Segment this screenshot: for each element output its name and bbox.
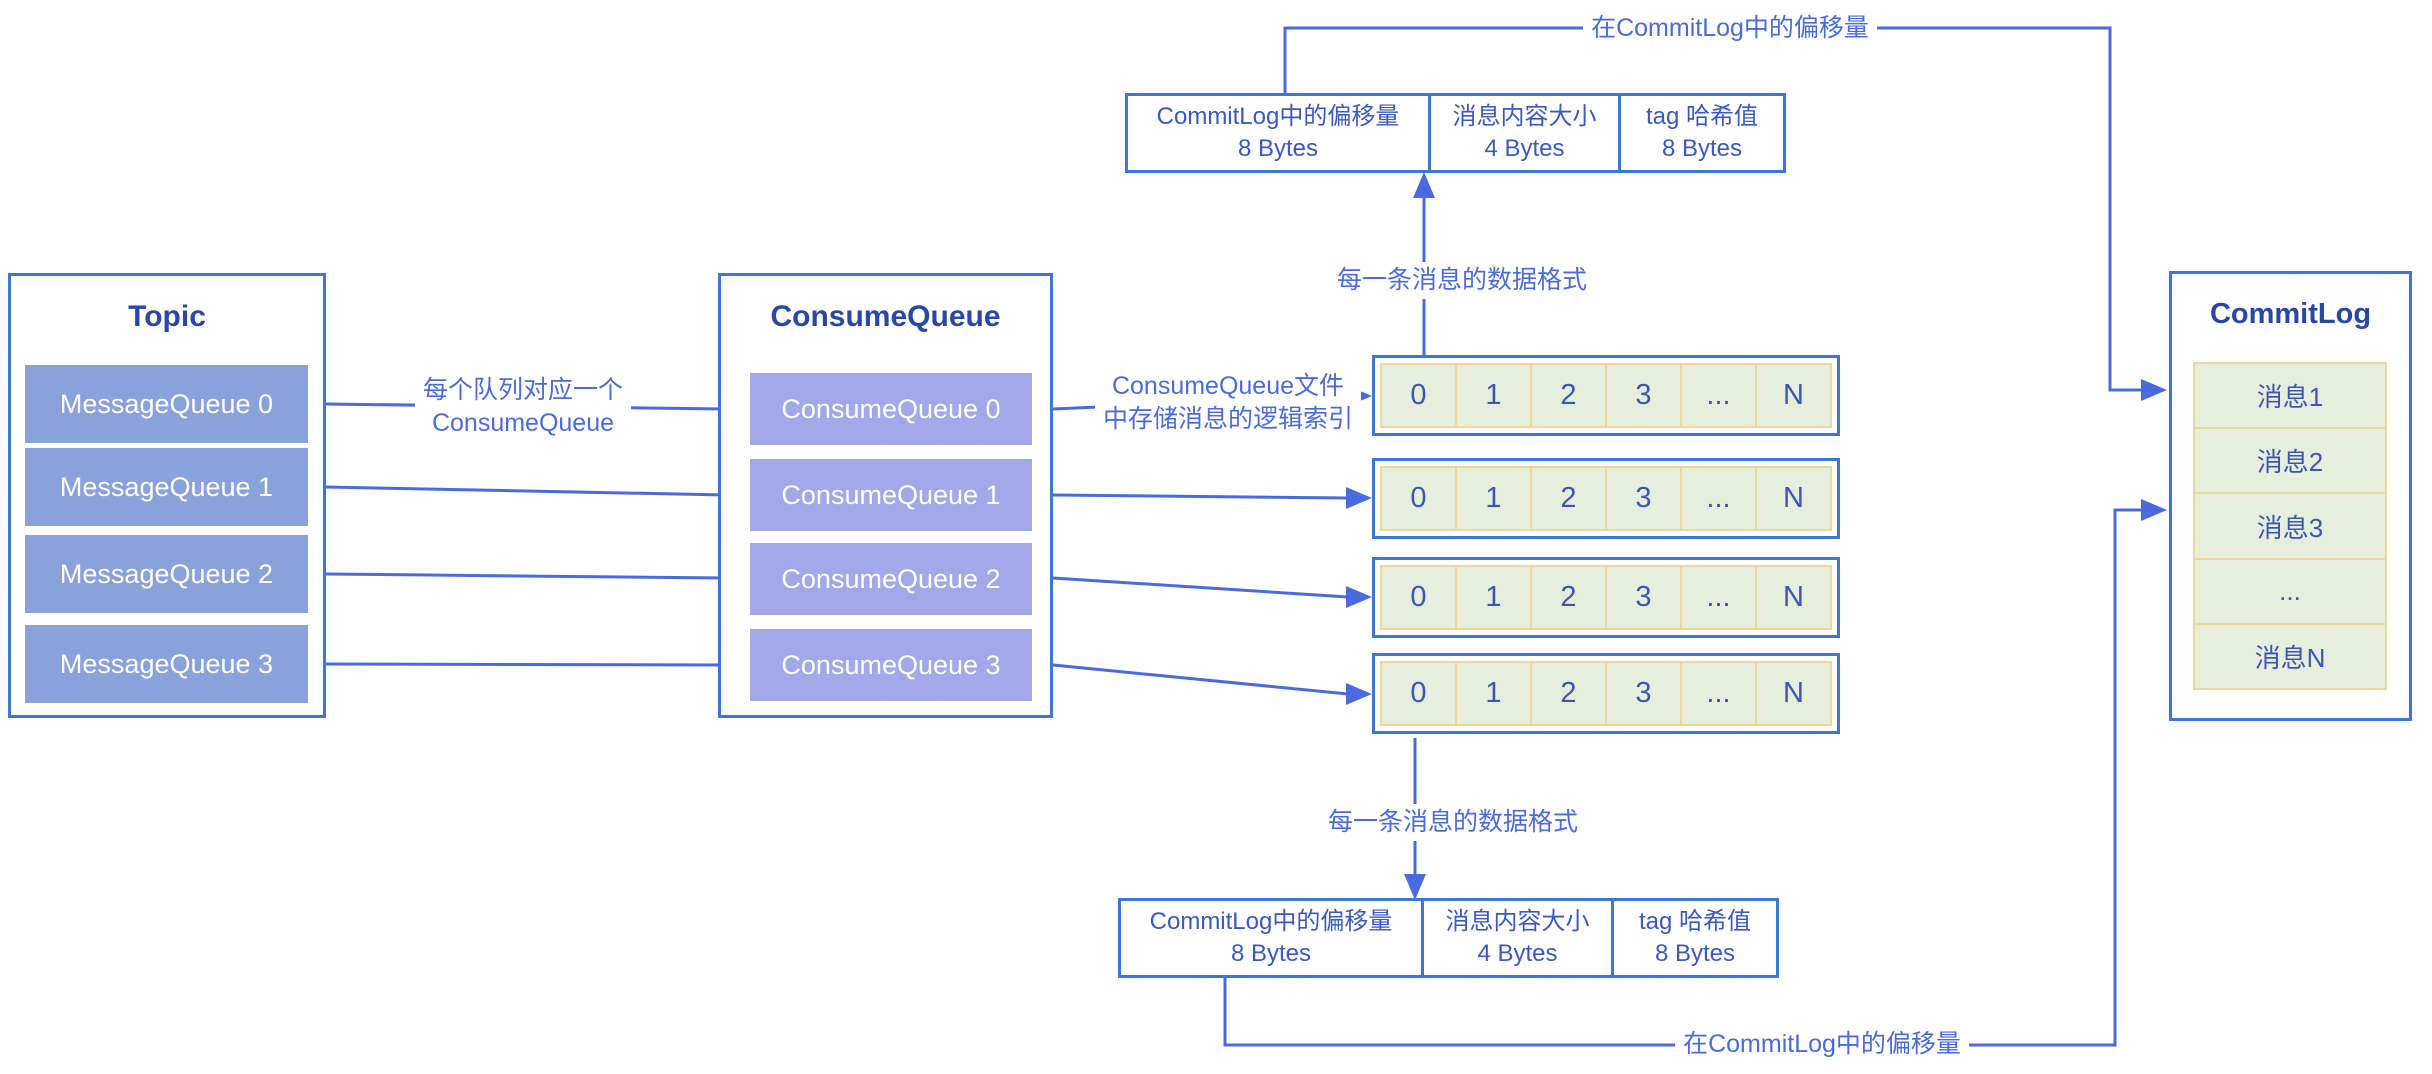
format-cell-commitlog-offset: CommitLog中的偏移量 8 Bytes bbox=[1121, 901, 1421, 975]
index-row-2: 0 1 2 3 ... N bbox=[1372, 557, 1840, 638]
consume-queue-title: ConsumeQueue bbox=[770, 300, 1001, 333]
message-format-table-bottom: CommitLog中的偏移量 8 Bytes 消息内容大小 4 Bytes ta… bbox=[1118, 898, 1779, 978]
index-cell: 2 bbox=[1530, 466, 1607, 531]
format-cell-message-size: 消息内容大小 4 Bytes bbox=[1421, 901, 1611, 975]
arrowhead-index-3 bbox=[1346, 683, 1372, 705]
arrowhead-format-bottom bbox=[1404, 874, 1426, 900]
format-cell-commitlog-offset: CommitLog中的偏移量 8 Bytes bbox=[1128, 96, 1428, 170]
index-cell: N bbox=[1755, 661, 1832, 726]
index-cell: 1 bbox=[1455, 466, 1532, 531]
index-cell: 0 bbox=[1380, 661, 1457, 726]
label-queue-mapping: 每个队列对应一个 ConsumeQueue bbox=[414, 372, 632, 441]
index-cell: ... bbox=[1680, 363, 1757, 428]
index-cell: N bbox=[1755, 466, 1832, 531]
label-commitlog-offset-bottom: 在CommitLog中的偏移量 bbox=[1675, 1026, 1969, 1063]
consume-queue-2: ConsumeQueue 2 bbox=[750, 543, 1032, 615]
arrowhead-format-top bbox=[1413, 172, 1435, 198]
index-cell: 3 bbox=[1605, 363, 1682, 428]
connector-offset-top bbox=[1283, 26, 2141, 392]
index-cell: 0 bbox=[1380, 363, 1457, 428]
format-cell-size: 4 Bytes bbox=[1477, 940, 1558, 967]
index-cell: 2 bbox=[1530, 565, 1607, 630]
connector-cq-to-index-2 bbox=[1052, 576, 1349, 599]
index-cell: 2 bbox=[1530, 661, 1607, 726]
format-cell-name: tag 哈希值 bbox=[1645, 102, 1759, 130]
index-cell: 3 bbox=[1605, 466, 1682, 531]
commit-log-message-1: 消息1 bbox=[2193, 362, 2387, 430]
message-queue-1: MessageQueue 1 bbox=[25, 448, 308, 526]
message-queue-0: MessageQueue 0 bbox=[25, 365, 308, 443]
index-cell: 3 bbox=[1605, 661, 1682, 726]
format-cell-size: 8 Bytes bbox=[1230, 940, 1312, 967]
format-cell-message-size: 消息内容大小 4 Bytes bbox=[1428, 96, 1618, 170]
label-logical-index-line1: ConsumeQueue文件 bbox=[1111, 372, 1345, 400]
arrowhead-commitlog-msg1 bbox=[2141, 379, 2167, 401]
format-cell-name: CommitLog中的偏移量 bbox=[1149, 907, 1393, 935]
commit-log-message-2: 消息2 bbox=[2193, 427, 2387, 495]
label-message-format-top: 每一条消息的数据格式 bbox=[1328, 262, 1596, 299]
connector-cq-to-index-3 bbox=[1052, 663, 1349, 696]
format-cell-size: 8 Bytes bbox=[1237, 135, 1319, 162]
format-cell-tag-hash: tag 哈希值 8 Bytes bbox=[1618, 96, 1783, 170]
format-cell-name: 消息内容大小 bbox=[1445, 907, 1590, 935]
connector-cq-to-index-1 bbox=[1052, 493, 1349, 500]
commit-log-message-3: 消息3 bbox=[2193, 492, 2387, 560]
format-cell-size: 4 Bytes bbox=[1484, 135, 1565, 162]
label-logical-index-line2: 中存储消息的逻辑索引 bbox=[1102, 404, 1354, 433]
topic-box: Topic MessageQueue 0 MessageQueue 1 Mess… bbox=[8, 273, 326, 718]
format-cell-tag-hash: tag 哈希值 8 Bytes bbox=[1611, 901, 1776, 975]
consume-queue-box: ConsumeQueue ConsumeQueue 0 ConsumeQueue… bbox=[718, 273, 1053, 718]
label-message-format-bottom: 每一条消息的数据格式 bbox=[1319, 804, 1587, 841]
arrowhead-index-2 bbox=[1346, 586, 1372, 608]
commit-log-message-ellipsis: ... bbox=[2193, 557, 2387, 625]
connector-topic-to-cq-2 bbox=[325, 572, 727, 580]
commit-log-messages: 消息1 消息2 消息3 ... 消息N bbox=[2193, 362, 2387, 691]
index-cell: ... bbox=[1680, 661, 1757, 726]
commit-log-title: CommitLog bbox=[2209, 298, 2372, 330]
label-commitlog-offset-top: 在CommitLog中的偏移量 bbox=[1583, 10, 1877, 47]
index-cell: 0 bbox=[1380, 565, 1457, 630]
index-row-3: 0 1 2 3 ... N bbox=[1372, 653, 1840, 734]
label-queue-mapping-line1: 每个队列对应一个 bbox=[422, 376, 624, 404]
index-row-0: 0 1 2 3 ... N bbox=[1372, 355, 1840, 436]
index-cell: ... bbox=[1680, 565, 1757, 630]
index-cell: 2 bbox=[1530, 363, 1607, 428]
format-cell-name: 消息内容大小 bbox=[1452, 102, 1597, 130]
consume-queue-0: ConsumeQueue 0 bbox=[750, 373, 1032, 445]
index-cell: 0 bbox=[1380, 466, 1457, 531]
connector-topic-to-cq-3 bbox=[325, 662, 727, 667]
index-cell: 3 bbox=[1605, 565, 1682, 630]
index-row-1: 0 1 2 3 ... N bbox=[1372, 458, 1840, 539]
index-cell: 1 bbox=[1455, 565, 1532, 630]
index-cell: 1 bbox=[1455, 661, 1532, 726]
commit-log-box: CommitLog 消息1 消息2 消息3 ... 消息N bbox=[2169, 271, 2412, 721]
message-queue-3: MessageQueue 3 bbox=[25, 625, 308, 703]
message-format-table-top: CommitLog中的偏移量 8 Bytes 消息内容大小 4 Bytes ta… bbox=[1125, 93, 1786, 173]
arrowhead-commitlog-msg3 bbox=[2141, 499, 2167, 521]
message-queue-2: MessageQueue 2 bbox=[25, 535, 308, 613]
format-cell-name: tag 哈希值 bbox=[1638, 907, 1752, 935]
connector-topic-to-cq-1 bbox=[325, 485, 727, 497]
connector-offset-bottom bbox=[1223, 508, 2141, 1047]
format-cell-size: 8 Bytes bbox=[1654, 940, 1736, 967]
format-cell-size: 8 Bytes bbox=[1661, 135, 1743, 162]
format-cell-name: CommitLog中的偏移量 bbox=[1156, 102, 1400, 130]
label-queue-mapping-line2: ConsumeQueue bbox=[431, 408, 615, 437]
index-cell: 1 bbox=[1455, 363, 1532, 428]
index-cell: ... bbox=[1680, 466, 1757, 531]
topic-title: Topic bbox=[128, 300, 206, 333]
label-logical-index: ConsumeQueue文件 中存储消息的逻辑索引 bbox=[1094, 368, 1362, 437]
consume-queue-3: ConsumeQueue 3 bbox=[750, 629, 1032, 701]
arrowhead-index-1 bbox=[1346, 487, 1372, 509]
consume-queue-1: ConsumeQueue 1 bbox=[750, 459, 1032, 531]
index-cell: N bbox=[1755, 363, 1832, 428]
index-cell: N bbox=[1755, 565, 1832, 630]
commit-log-message-n: 消息N bbox=[2193, 622, 2387, 691]
